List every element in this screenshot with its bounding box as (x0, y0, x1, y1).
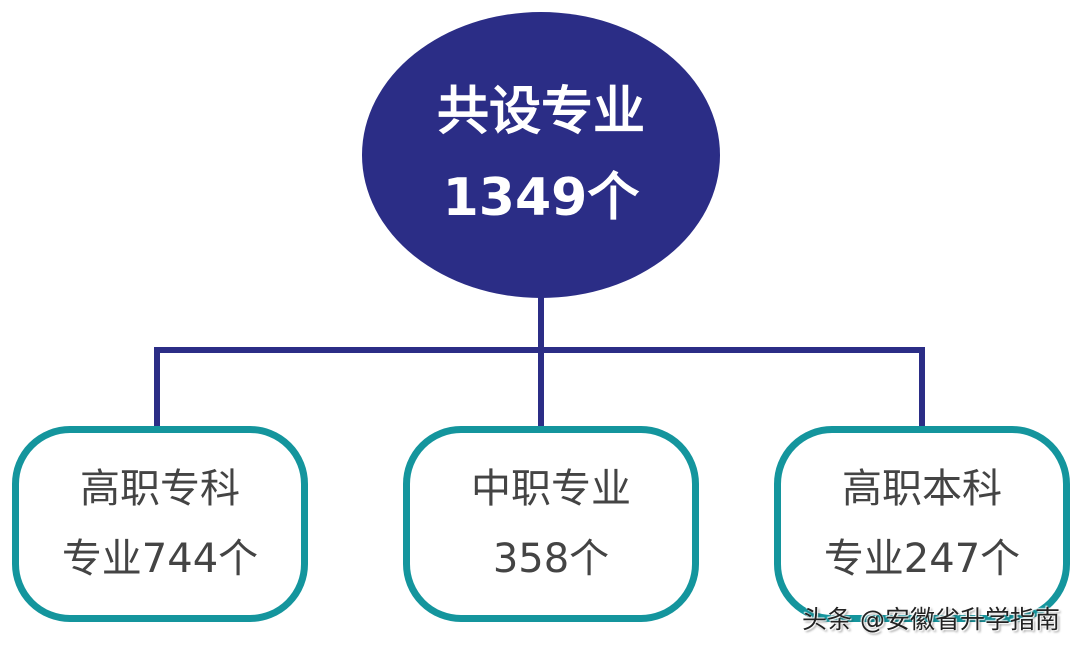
connector-right (919, 347, 925, 429)
connector-trunk (538, 296, 544, 353)
child-title: 高职本科 (842, 466, 1002, 512)
child-title: 中职专业 (471, 466, 631, 512)
child-node-higher-vocational-college: 高职专科 专业744个 (12, 426, 308, 622)
child-node-higher-vocational-undergraduate: 高职本科 专业247个 (774, 426, 1070, 622)
child-title: 高职专科 (80, 466, 240, 512)
root-title: 共设专业 (436, 82, 645, 142)
root-node: 共设专业 1349个 (362, 12, 720, 298)
watermark: 头条 @安徽省升学指南 (802, 605, 1060, 634)
connector-left (154, 347, 160, 429)
child-count: 专业247个 (823, 536, 1021, 582)
connector-middle (538, 347, 544, 429)
child-count: 专业744个 (61, 536, 259, 582)
child-node-secondary-vocational: 中职专业 358个 (403, 426, 699, 622)
root-count: 1349个 (442, 168, 640, 228)
child-count: 358个 (492, 536, 610, 582)
